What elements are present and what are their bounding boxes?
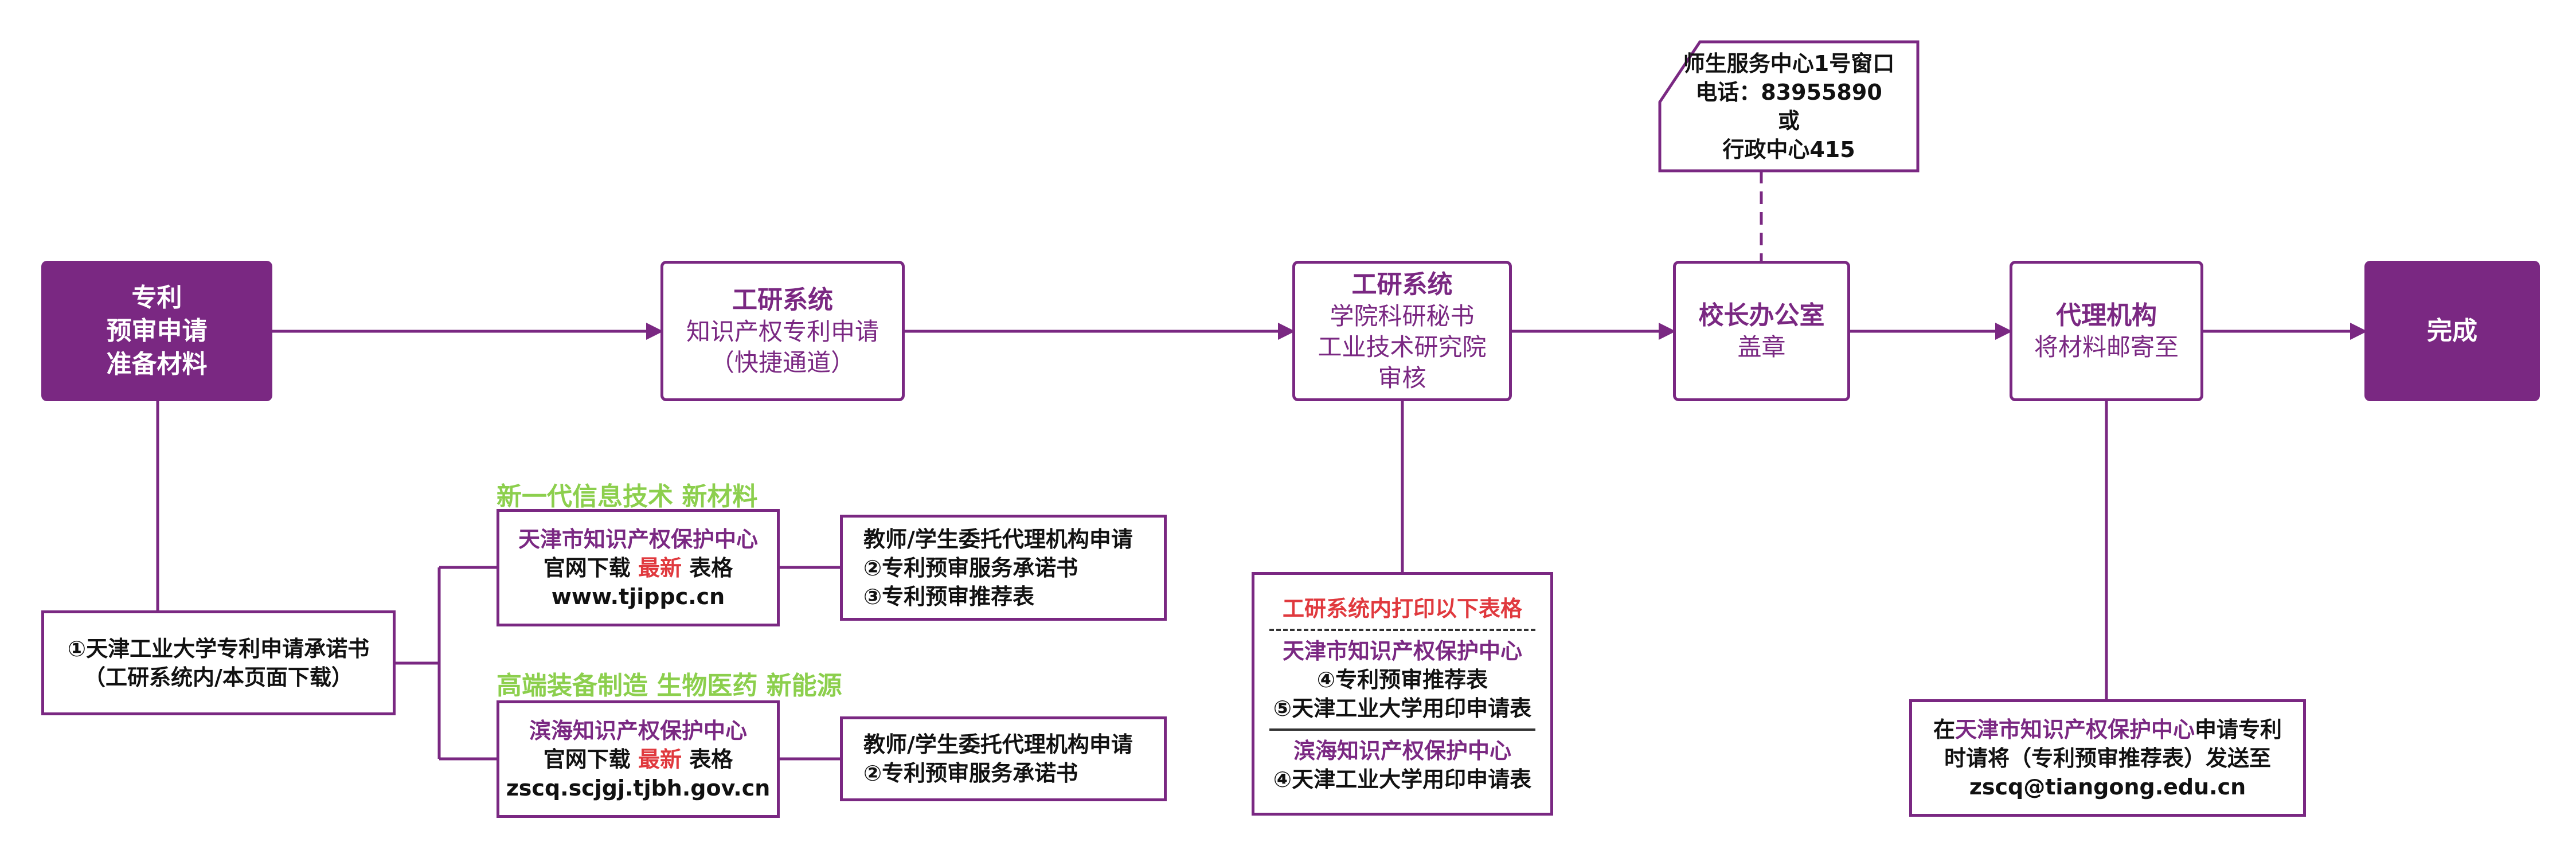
tianjin-category-label: 新一代信息技术 新材料 bbox=[497, 482, 758, 511]
service-center-box bbox=[1658, 40, 1920, 173]
mail-note-line-1: 在天津市知识产权保护中心申请专利 bbox=[1933, 715, 2282, 744]
prep-line-2: 预审申请 bbox=[106, 316, 208, 346]
binhai-category-label: 高端装备制造 生物医药 新能源 bbox=[497, 671, 842, 700]
mail-note-center-name: 天津市知识产权保护中心 bbox=[1955, 716, 2195, 742]
print-forms-binhai-name: 滨海知识产权保护中心 bbox=[1293, 738, 1511, 763]
print-forms-heading: 工研系统内打印以下表格 bbox=[1282, 595, 1522, 621]
binhai-center-name: 滨海知识产权保护中心 bbox=[529, 718, 747, 743]
system-review-line-1: 学院科研秘书 bbox=[1330, 301, 1475, 330]
prep-line-1: 专利 bbox=[131, 283, 182, 312]
commitment-line-1: ①天津工业大学专利申请承诺书 bbox=[67, 636, 370, 661]
tianjin-download-highlight: 最新 bbox=[638, 555, 682, 581]
binhai-download-suffix: 表格 bbox=[682, 746, 733, 772]
binhai-form-2: ②专利预审服务承诺书 bbox=[863, 761, 1078, 786]
agency-title: 代理机构 bbox=[2056, 300, 2157, 330]
done-label: 完成 bbox=[2427, 316, 2477, 346]
agency-box: 代理机构 将材料邮寄至 bbox=[2010, 261, 2203, 401]
system-review-line-3: 审核 bbox=[1378, 363, 1426, 392]
mail-note-prefix: 在 bbox=[1933, 716, 1955, 742]
system-apply-line-1: 知识产权专利申请 bbox=[686, 317, 879, 346]
service-center-line-4: 行政中心415 bbox=[1722, 136, 1855, 162]
system-review-line-2: 工业技术研究院 bbox=[1318, 332, 1487, 361]
print-forms-tianjin-name: 天津市知识产权保护中心 bbox=[1282, 638, 1522, 664]
service-center-line-1: 师生服务中心1号窗口 bbox=[1683, 50, 1895, 76]
mail-note-email[interactable]: zscq@tiangong.edu.cn bbox=[1969, 774, 2246, 800]
mail-note-line-2: 时请将（专利预审推荐表）发送至 bbox=[1944, 745, 2271, 771]
binhai-download-highlight: 最新 bbox=[638, 746, 682, 772]
commitment-line-2: （工研系统内/本页面下载） bbox=[84, 664, 353, 690]
print-forms-divider bbox=[1269, 728, 1536, 731]
mail-note-box: 在天津市知识产权保护中心申请专利 时请将（专利预审推荐表）发送至 zscq@ti… bbox=[1909, 699, 2306, 817]
principal-office-title: 校长办公室 bbox=[1698, 300, 1825, 330]
service-center-line-3: 或 bbox=[1777, 108, 1800, 134]
agency-line-1: 将材料邮寄至 bbox=[2034, 332, 2179, 361]
commitment-box: ①天津工业大学专利申请承诺书 （工研系统内/本页面下载） bbox=[41, 610, 396, 715]
tianjin-center-box: 天津市知识产权保护中心 官网下载 最新 表格 www.tjippc.cn bbox=[497, 509, 780, 626]
print-forms-binhai-item-1: ④天津工业大学用印申请表 bbox=[1273, 766, 1532, 792]
print-forms-tianjin-item-1: ④专利预审推荐表 bbox=[1316, 667, 1488, 692]
done-box: 完成 bbox=[2364, 261, 2540, 401]
print-forms-dashed-divider bbox=[1269, 628, 1536, 631]
mail-note-suffix: 申请专利 bbox=[2195, 716, 2282, 742]
tianjin-download-suffix: 表格 bbox=[682, 555, 733, 581]
print-forms-tianjin-item-2: ⑤天津工业大学用印申请表 bbox=[1273, 695, 1532, 721]
system-apply-title: 工研系统 bbox=[732, 285, 833, 315]
service-center-line-2: 电话：83955890 bbox=[1695, 79, 1882, 105]
principal-office-line-1: 盖章 bbox=[1737, 332, 1786, 361]
tianjin-download-line: 官网下载 最新 表格 bbox=[544, 554, 733, 582]
tianjin-download-prefix: 官网下载 bbox=[543, 555, 638, 581]
service-center-text: 师生服务中心1号窗口 电话：83955890 或 行政中心415 bbox=[1660, 42, 1918, 171]
tianjin-center-name: 天津市知识产权保护中心 bbox=[518, 526, 758, 552]
system-review-title: 工研系统 bbox=[1351, 269, 1453, 299]
system-review-box: 工研系统 学院科研秘书 工业技术研究院 审核 bbox=[1292, 261, 1512, 401]
tianjin-form-1: 教师/学生委托代理机构申请 bbox=[863, 526, 1133, 552]
tianjin-form-3: ③专利预审推荐表 bbox=[863, 583, 1035, 609]
binhai-forms-box: 教师/学生委托代理机构申请 ②专利预审服务承诺书 bbox=[840, 716, 1167, 801]
binhai-url[interactable]: zscq.scjgj.tjbh.gov.cn bbox=[506, 775, 771, 801]
tianjin-url[interactable]: www.tjippc.cn bbox=[551, 583, 725, 609]
binhai-download-prefix: 官网下载 bbox=[543, 746, 638, 772]
binhai-form-1: 教师/学生委托代理机构申请 bbox=[863, 732, 1133, 757]
print-forms-box: 工研系统内打印以下表格 天津市知识产权保护中心 ④专利预审推荐表 ⑤天津工业大学… bbox=[1252, 572, 1553, 816]
tianjin-form-2: ②专利预审服务承诺书 bbox=[863, 555, 1078, 581]
principal-office-box: 校长办公室 盖章 bbox=[1673, 261, 1850, 401]
prep-line-3: 准备材料 bbox=[106, 349, 208, 379]
binhai-center-box: 滨海知识产权保护中心 官网下载 最新 表格 zscq.scjgj.tjbh.go… bbox=[497, 700, 780, 818]
binhai-download-line: 官网下载 最新 表格 bbox=[544, 745, 733, 774]
tianjin-forms-box: 教师/学生委托代理机构申请 ②专利预审服务承诺书 ③专利预审推荐表 bbox=[840, 515, 1167, 621]
system-apply-box: 工研系统 知识产权专利申请 （快捷通道） bbox=[660, 261, 905, 401]
prep-materials-box: 专利 预审申请 准备材料 bbox=[41, 261, 272, 401]
system-apply-line-2: （快捷通道） bbox=[710, 348, 855, 377]
